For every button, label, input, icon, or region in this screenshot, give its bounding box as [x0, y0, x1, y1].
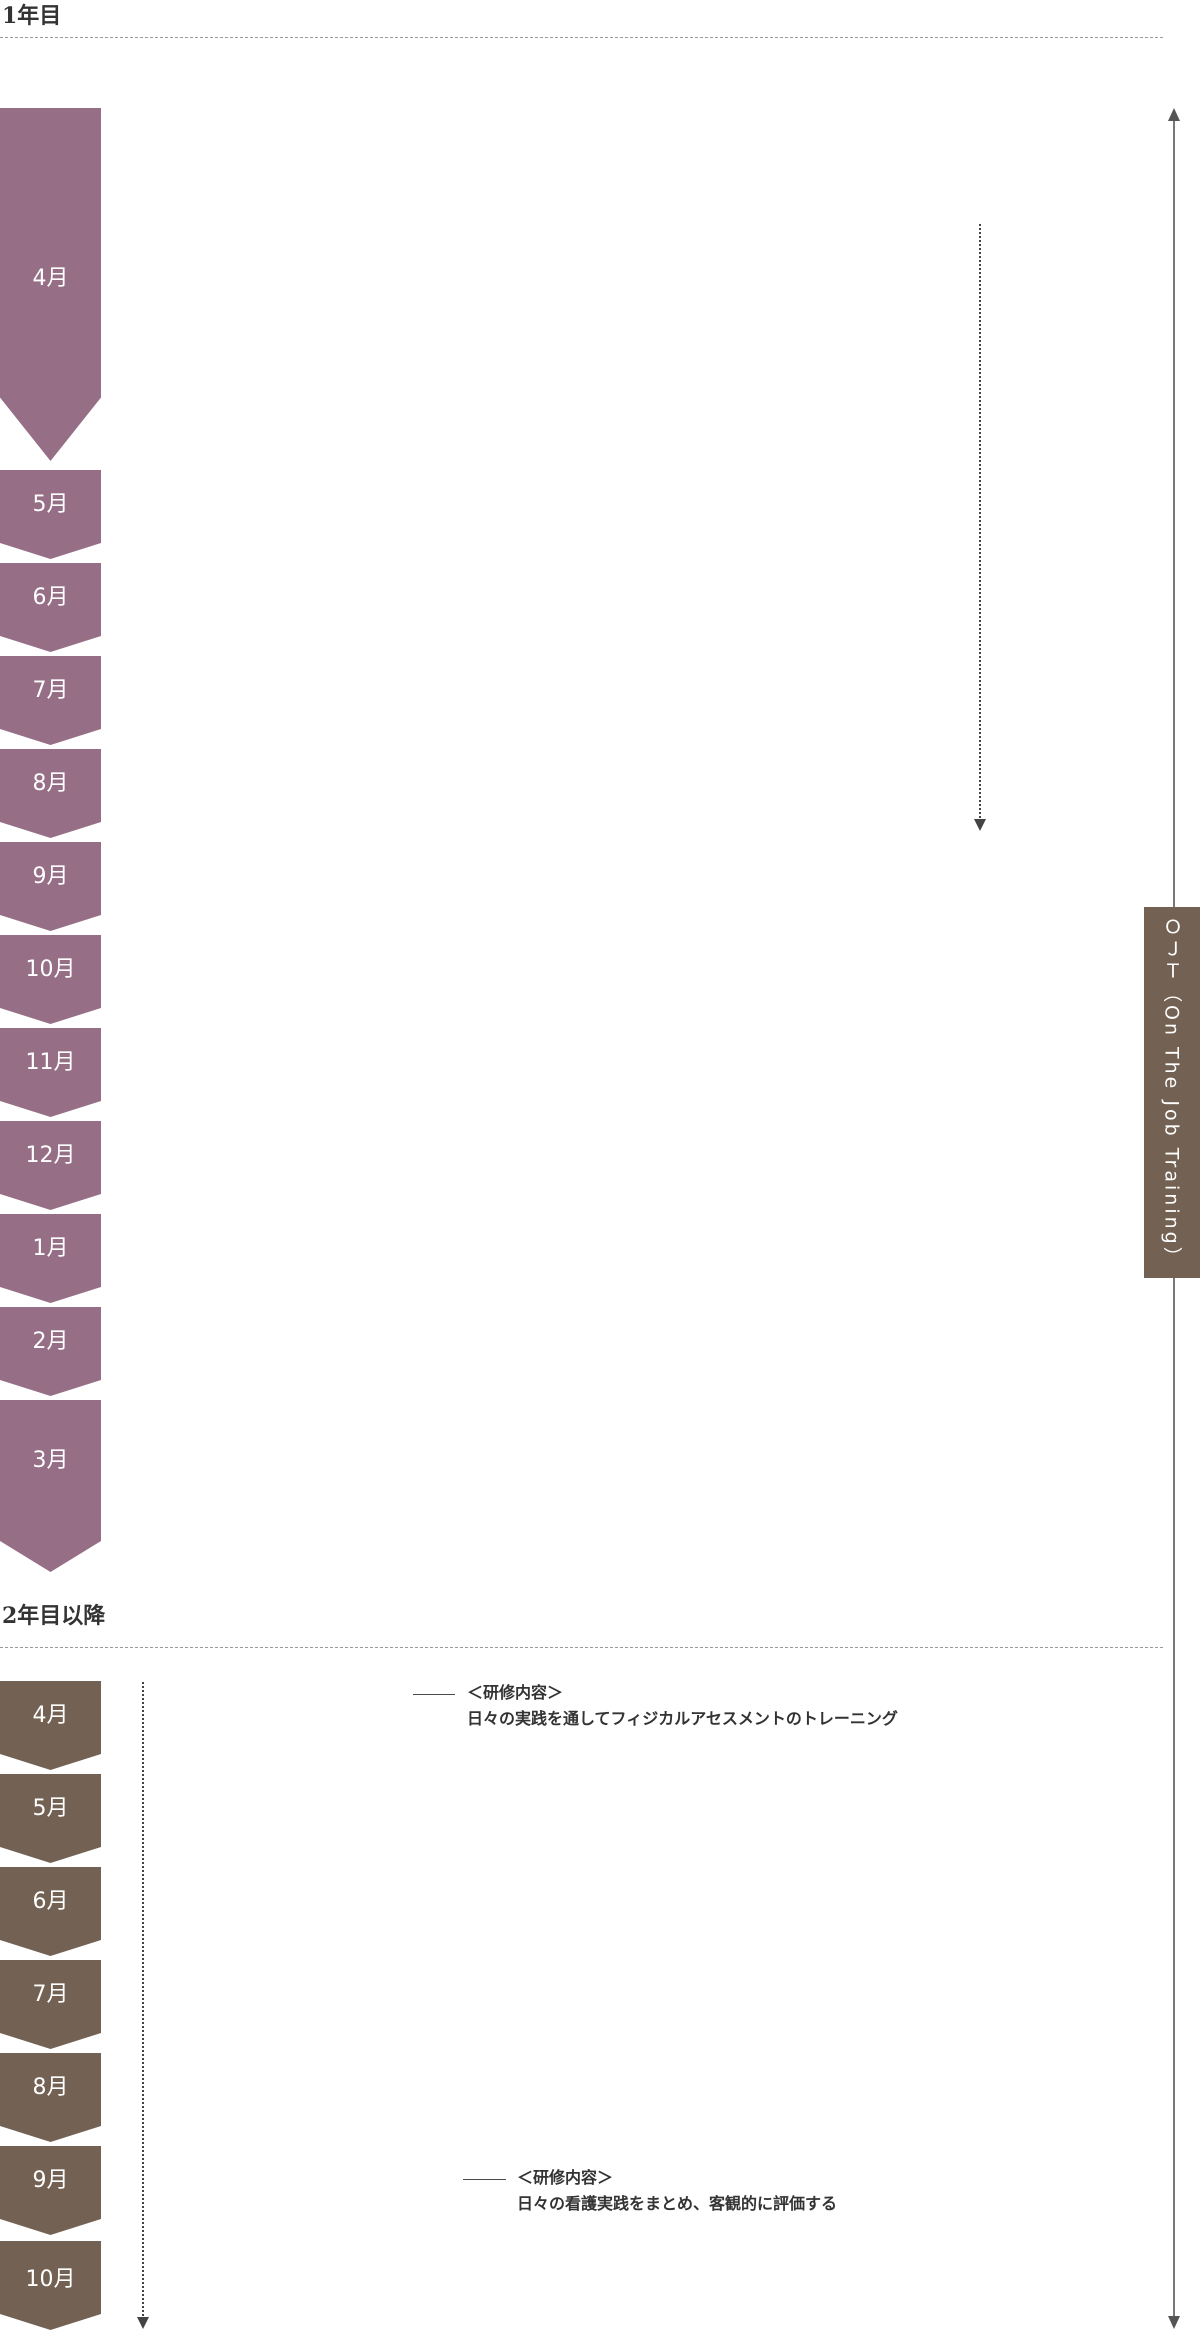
month-block: 9月 — [0, 2146, 101, 2235]
ojt-label-box: ＯＪＴ（On The Job Training） — [1144, 907, 1200, 1278]
month-label: 8月 — [32, 2075, 69, 2100]
training-note: ＜研修内容＞ 日々の看護実践をまとめ、客観的に評価する — [517, 2165, 837, 2217]
month-block: 10月 — [0, 2241, 101, 2330]
note-text: 日々の看護実践をまとめ、客観的に評価する — [517, 2194, 838, 2213]
month-block: 4月 — [0, 108, 101, 461]
month-label: 7月 — [32, 678, 69, 703]
year2-title: 2年目以降 — [2, 1603, 106, 1629]
note-connector — [413, 1694, 455, 1695]
month-block: 7月 — [0, 1960, 101, 2049]
arrow-head-up-icon — [1168, 108, 1180, 121]
month-label: 12月 — [25, 1143, 76, 1168]
month-label: 10月 — [25, 2267, 76, 2292]
month-block: 6月 — [0, 563, 101, 652]
month-label: 9月 — [32, 864, 69, 889]
month-label: 6月 — [32, 585, 69, 610]
month-block: 6月 — [0, 1867, 101, 1956]
note-connector — [463, 2179, 506, 2180]
month-block: 5月 — [0, 1774, 101, 1863]
month-label: 4月 — [32, 1703, 69, 1728]
month-block: 8月 — [0, 2053, 101, 2142]
note-text: 日々の実践を通してフィジカルアセスメントのトレーニング — [467, 1709, 898, 1728]
month-label: 8月 — [32, 771, 69, 796]
month-label: 11月 — [25, 1050, 76, 1075]
month-block: 5月 — [0, 470, 101, 559]
month-label: 5月 — [32, 1796, 69, 1821]
month-block: 2月 — [0, 1307, 101, 1396]
month-block: 10月 — [0, 935, 101, 1024]
month-label: 4月 — [32, 266, 69, 291]
year1-divider — [0, 37, 1163, 38]
arrow-head-down-icon — [137, 2317, 149, 2329]
month-block: 12月 — [0, 1121, 101, 1210]
month-block: 8月 — [0, 749, 101, 838]
month-label: 7月 — [32, 1982, 69, 2007]
month-label: 1月 — [32, 1236, 69, 1261]
year1-title: 1年目 — [2, 3, 62, 29]
month-block: 3月 — [0, 1400, 101, 1572]
arrow-head-down-icon — [1168, 2316, 1180, 2329]
month-block: 7月 — [0, 656, 101, 745]
ojt-label: ＯＪＴ（On The Job Training） — [1160, 916, 1183, 1269]
month-block: 11月 — [0, 1028, 101, 1117]
month-label: 5月 — [32, 492, 69, 517]
month-label: 2月 — [32, 1329, 69, 1354]
month-block: 9月 — [0, 842, 101, 931]
year2-divider — [0, 1647, 1163, 1648]
month-block: 4月 — [0, 1681, 101, 1770]
month-block: 1月 — [0, 1214, 101, 1303]
month-label: 10月 — [25, 957, 76, 982]
note-heading: ＜研修内容＞ — [467, 1683, 564, 1702]
training-note: ＜研修内容＞ 日々の実践を通してフィジカルアセスメントのトレーニング — [467, 1680, 898, 1732]
note-heading: ＜研修内容＞ — [517, 2168, 614, 2187]
month-label: 3月 — [32, 1448, 69, 1473]
month-label: 6月 — [32, 1889, 69, 1914]
arrow-head-down-icon — [974, 819, 986, 831]
month-label: 9月 — [32, 2168, 69, 2193]
